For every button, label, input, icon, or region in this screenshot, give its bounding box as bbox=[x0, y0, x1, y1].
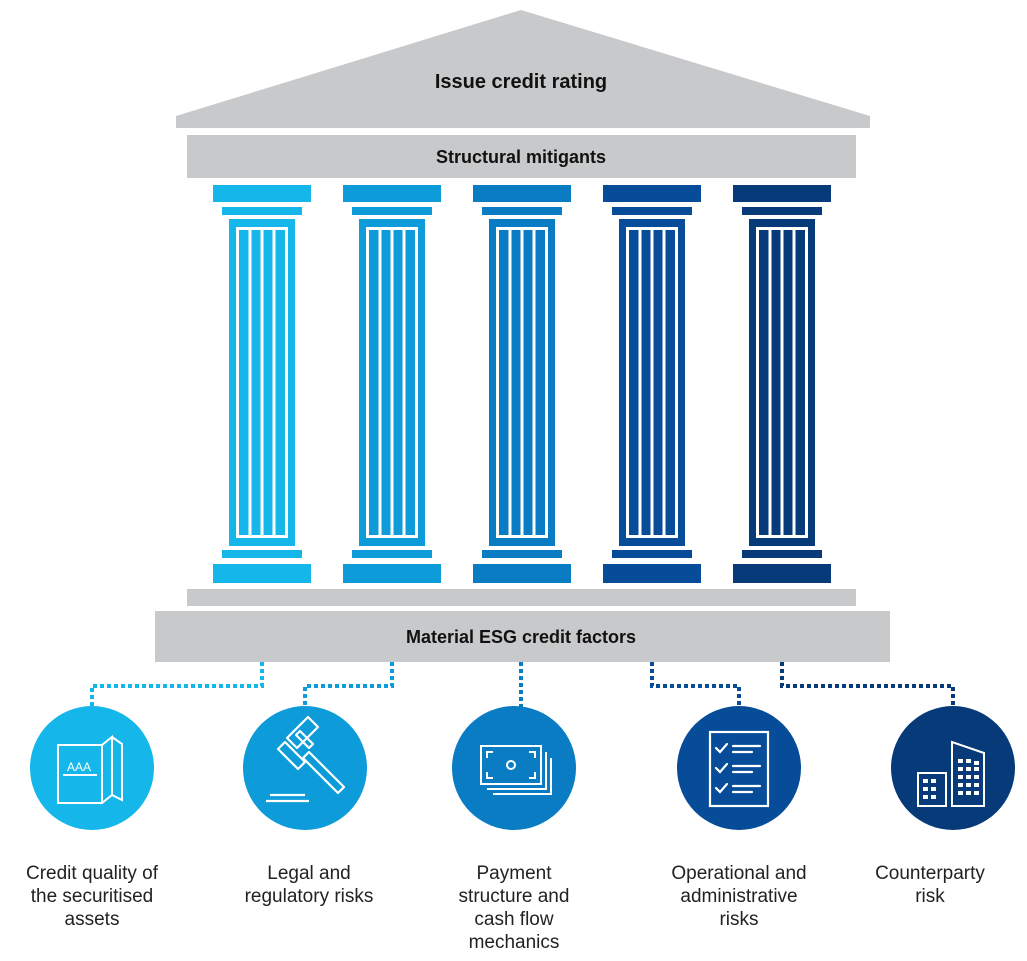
foundation bbox=[155, 611, 890, 662]
pillar-base bbox=[473, 564, 571, 583]
beam bbox=[187, 135, 856, 178]
pillar-capital-ring bbox=[482, 207, 562, 215]
pillar-base bbox=[213, 564, 311, 583]
pillar-4 bbox=[603, 185, 701, 583]
connector-2 bbox=[303, 662, 394, 708]
factor-icons: AAA bbox=[30, 706, 1015, 830]
pillar-1 bbox=[213, 185, 311, 583]
gavel-icon bbox=[266, 715, 346, 803]
factor-icon-1: AAA bbox=[30, 706, 154, 830]
buildings-icon bbox=[917, 740, 985, 807]
pillar-5 bbox=[733, 185, 831, 583]
pillar-capital-ring bbox=[742, 207, 822, 215]
roof bbox=[176, 10, 870, 128]
pillar-capital-ring bbox=[612, 207, 692, 215]
pillar-capital-ring bbox=[222, 207, 302, 215]
base-step bbox=[187, 589, 856, 606]
pillar-base-ring bbox=[222, 550, 302, 558]
roof-label: Issue credit rating bbox=[435, 71, 607, 93]
banknotes-icon bbox=[480, 745, 552, 795]
factor-circle-4 bbox=[677, 706, 801, 830]
foundation-label: Material ESG credit factors bbox=[406, 627, 636, 647]
pillar-base bbox=[603, 564, 701, 583]
pillars bbox=[213, 185, 831, 583]
pillar-3 bbox=[473, 185, 571, 583]
pillar-base-ring bbox=[612, 550, 692, 558]
pillar-2 bbox=[343, 185, 441, 583]
pillar-capital bbox=[213, 185, 311, 202]
rating-booklet-icon: AAA bbox=[57, 734, 123, 804]
factor-icon-2 bbox=[243, 706, 367, 830]
factor-circle-2 bbox=[243, 706, 367, 830]
pillar-base-ring bbox=[482, 550, 562, 558]
connector-4 bbox=[650, 662, 741, 708]
beam-label: Structural mitigants bbox=[436, 147, 606, 167]
factor-icon-5 bbox=[891, 706, 1015, 830]
connector-1 bbox=[90, 662, 264, 708]
pillar-capital bbox=[343, 185, 441, 202]
pillar-capital bbox=[603, 185, 701, 202]
factor-circle-1 bbox=[30, 706, 154, 830]
factor-icon-3 bbox=[452, 706, 576, 830]
factor-icon-4 bbox=[677, 706, 801, 830]
pillar-base bbox=[343, 564, 441, 583]
pillar-capital-ring bbox=[352, 207, 432, 215]
checklist-icon bbox=[708, 730, 770, 808]
pillar-capital bbox=[733, 185, 831, 202]
pillar-base-ring bbox=[352, 550, 432, 558]
pillar-capital bbox=[473, 185, 571, 202]
connectors bbox=[90, 662, 955, 708]
connector-5 bbox=[780, 662, 955, 708]
rating-badge: AAA bbox=[67, 760, 91, 774]
pillar-base-ring bbox=[742, 550, 822, 558]
pillar-base bbox=[733, 564, 831, 583]
